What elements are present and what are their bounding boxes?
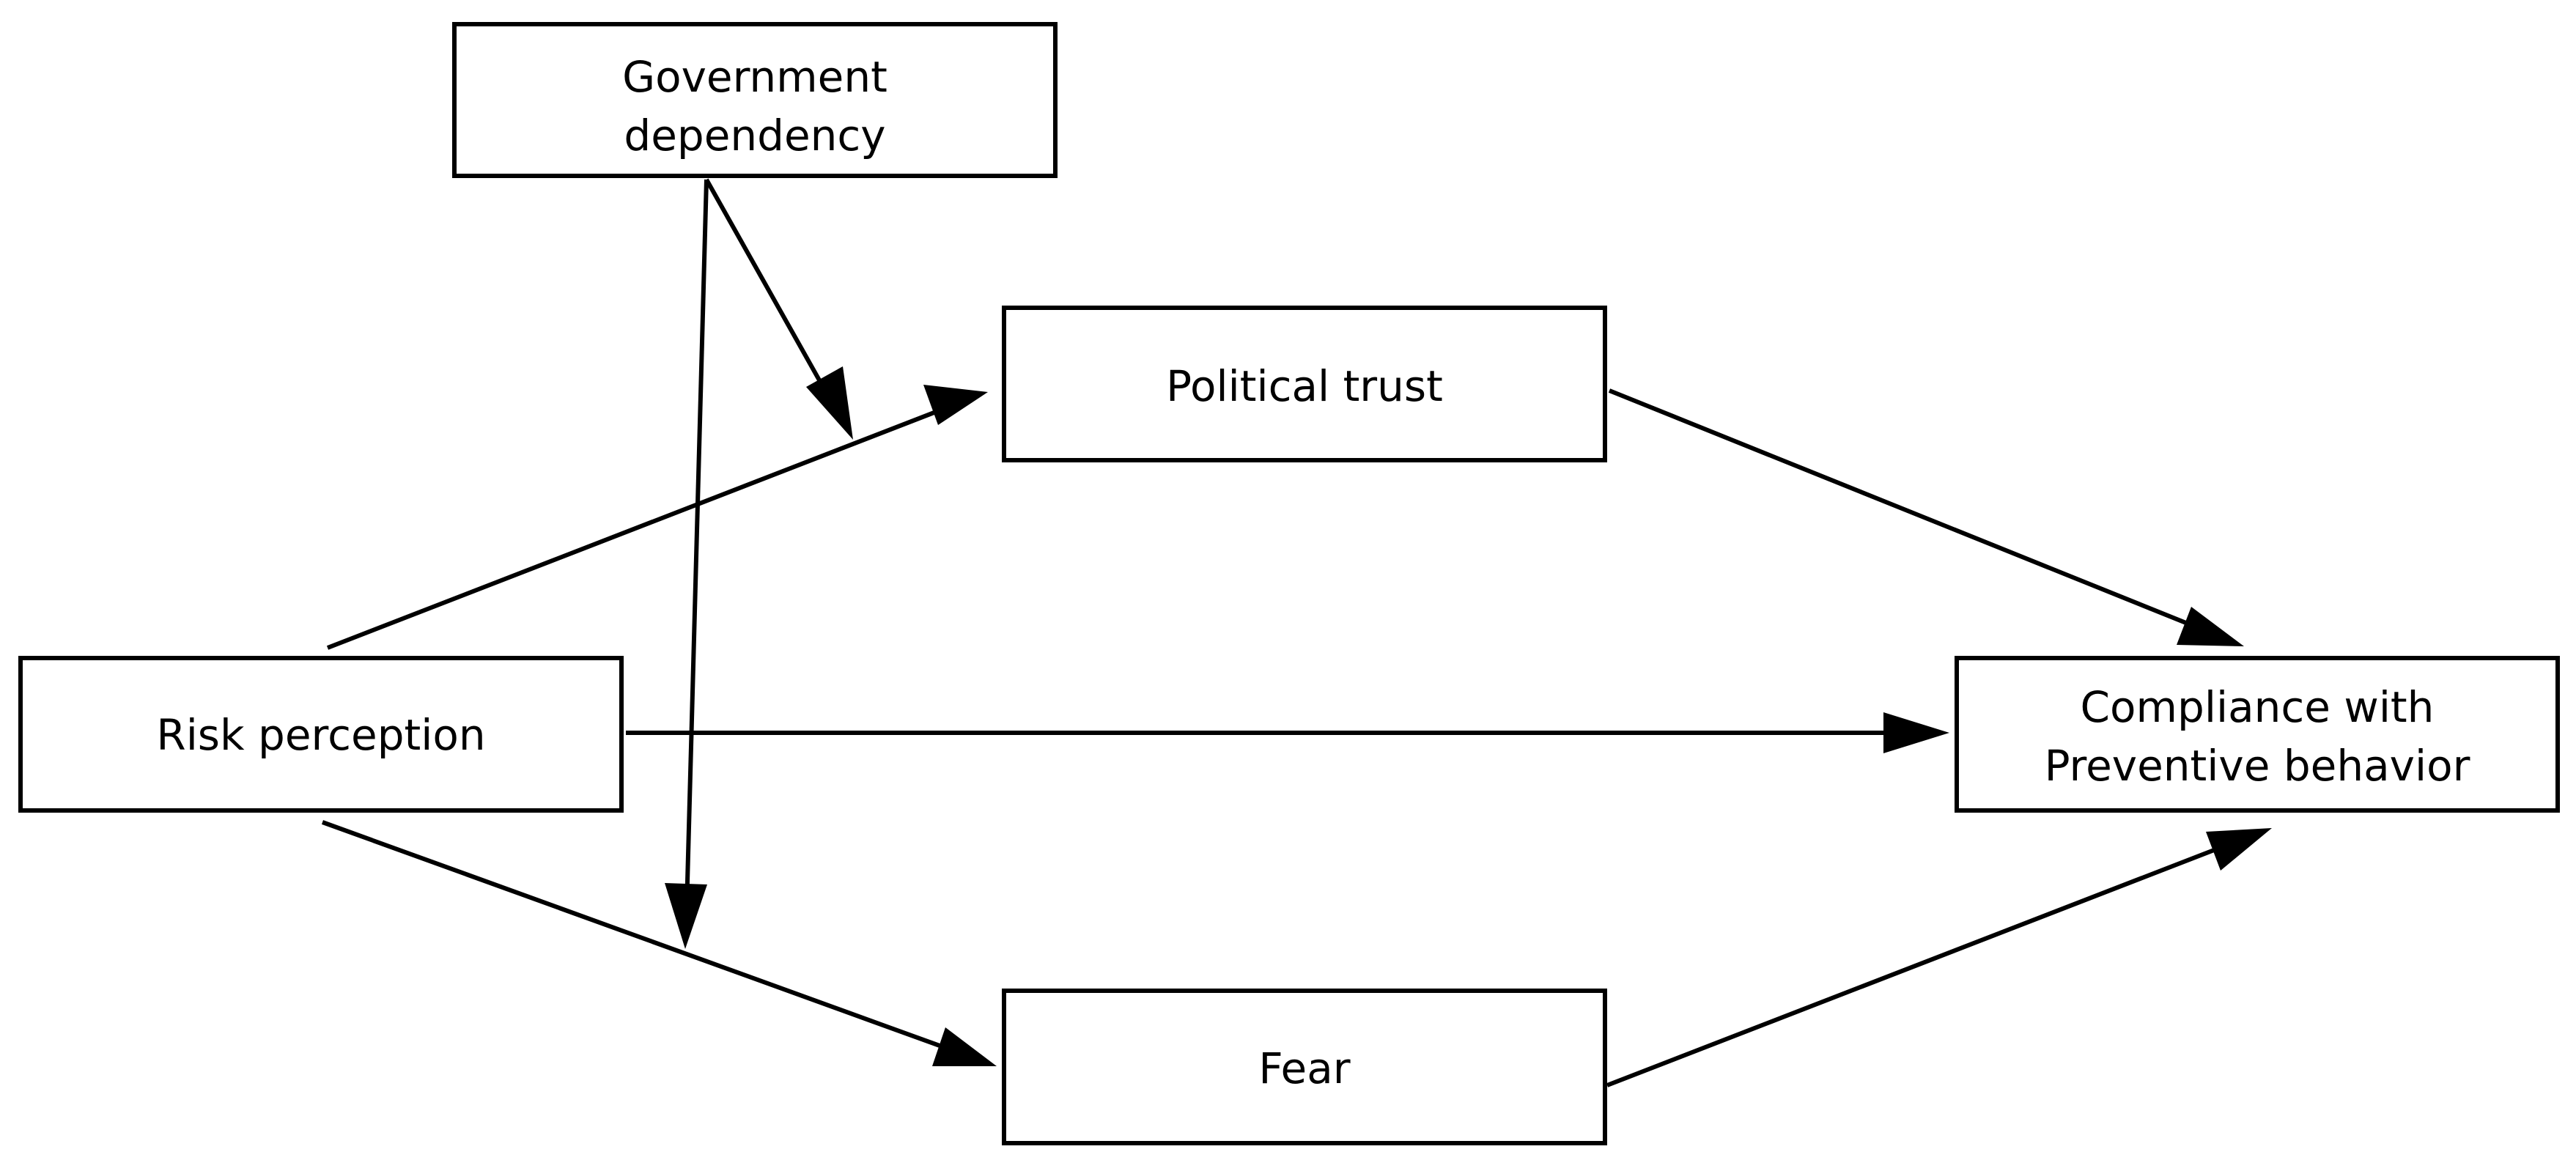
node-government-dependency-label-line1: Government bbox=[622, 52, 887, 102]
node-government-dependency: Government dependency bbox=[452, 22, 1058, 178]
edge-risk-to-fear bbox=[321, 820, 967, 1057]
edge-government-dependency-to-path-a bbox=[704, 178, 838, 410]
edge-political-trust-to-compliance-arrowhead bbox=[2177, 607, 2244, 646]
node-compliance-box bbox=[1955, 656, 2560, 813]
edges bbox=[321, 178, 2272, 1087]
edge-risk-to-political-trust bbox=[326, 401, 960, 650]
edge-government-dependency-to-path-a-arrowhead bbox=[806, 366, 853, 440]
node-government-dependency-label-line2: dependency bbox=[624, 111, 885, 160]
node-political-trust-box bbox=[1002, 306, 1607, 462]
edge-government-dependency-to-path-b bbox=[684, 179, 709, 909]
node-compliance-label-line1: Compliance with bbox=[2081, 682, 2435, 732]
edge-risk-to-political-trust-arrowhead bbox=[923, 385, 988, 425]
node-fear-box bbox=[1002, 989, 1607, 1145]
node-fear-label: Fear bbox=[1258, 1043, 1350, 1093]
node-compliance-label-line2: Preventive behavior bbox=[2045, 741, 2470, 791]
edge-fear-to-compliance bbox=[1606, 839, 2238, 1087]
edge-risk-to-compliance-arrowhead bbox=[1883, 712, 1949, 753]
node-risk-perception-box bbox=[18, 656, 624, 813]
edge-fear-to-compliance-arrowhead bbox=[2206, 828, 2272, 871]
node-government-dependency-box bbox=[452, 22, 1058, 178]
node-risk-perception-label: Risk perception bbox=[156, 710, 485, 760]
node-compliance: Compliance with Preventive behavior bbox=[1955, 656, 2560, 813]
edge-risk-to-fear-arrowhead bbox=[932, 1027, 997, 1066]
edge-government-dependency-to-path-b-arrowhead bbox=[665, 883, 707, 949]
node-political-trust: Political trust bbox=[1002, 306, 1607, 462]
node-risk-perception: Risk perception bbox=[18, 656, 624, 813]
node-fear: Fear bbox=[1002, 989, 1607, 1145]
node-political-trust-label: Political trust bbox=[1166, 361, 1443, 411]
edge-political-trust-to-compliance bbox=[1608, 388, 2215, 636]
